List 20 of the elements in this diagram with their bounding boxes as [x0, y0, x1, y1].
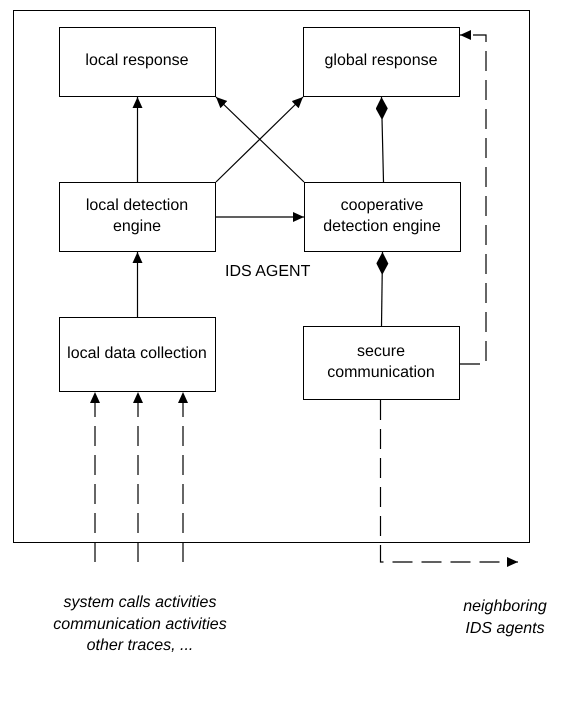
source-label: system calls activities communication activities other traces, ... [40, 592, 240, 657]
process-box: secure communication [302, 326, 460, 400]
aggregation-connector [376, 96, 388, 182]
aggregation-connector [376, 252, 388, 326]
process-box: local response [58, 26, 216, 96]
process-box: local detection engine [58, 182, 216, 252]
arrow [178, 392, 188, 562]
process-box: local data collection [58, 316, 216, 392]
arrow [380, 400, 518, 567]
destination-label: neighboring IDS agents [452, 596, 558, 650]
process-box: cooperative detection engine [304, 182, 460, 252]
arrow [460, 30, 487, 365]
frame-title: IDS AGENT [225, 263, 310, 281]
agent-frame [13, 10, 530, 543]
arrow [90, 392, 100, 562]
arrow [133, 392, 143, 562]
arrow [132, 97, 142, 182]
arrow [132, 252, 142, 317]
arrow [216, 212, 304, 222]
process-box: global response [302, 26, 460, 96]
